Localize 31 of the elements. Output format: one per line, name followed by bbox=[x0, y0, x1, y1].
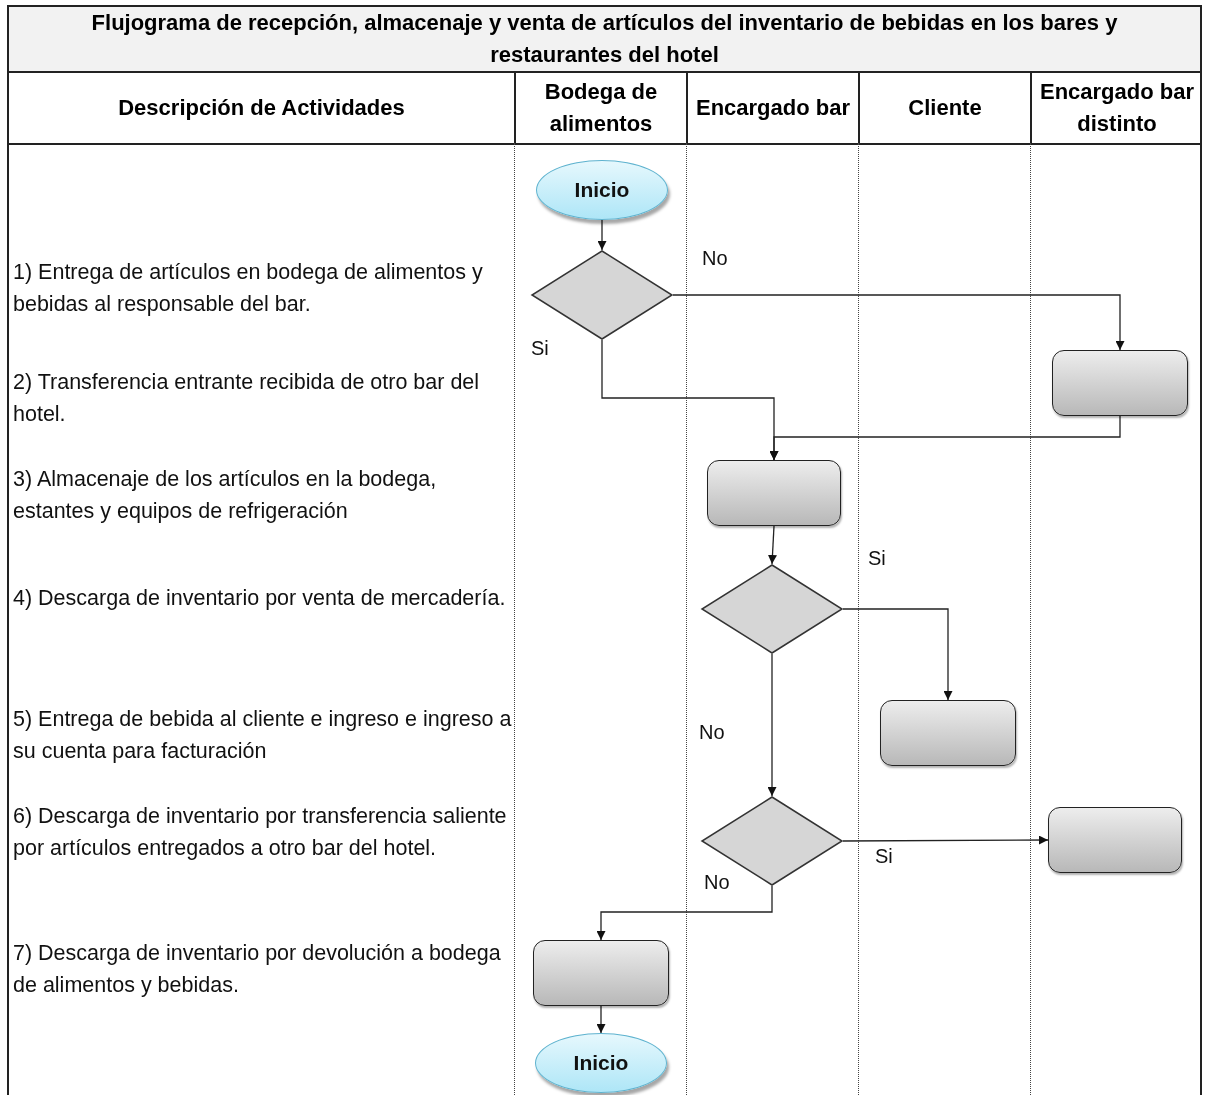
activity-description: 4) Descarga de inventario por venta de mercadería. bbox=[13, 585, 507, 612]
arrow bbox=[842, 835, 1049, 845]
arrow bbox=[597, 219, 607, 251]
activity-description: 2) Transferencia entrante recibida de otro bar del hotel. bbox=[13, 369, 481, 428]
terminal-ellipse: Inicio bbox=[535, 1033, 667, 1093]
column-header: Encargado bar bbox=[688, 73, 860, 143]
arrow bbox=[842, 608, 953, 701]
arrow bbox=[768, 525, 777, 565]
activity-description: 7) Descarga de inventario por devolución a bodega de alimentos y bebidas. bbox=[13, 940, 502, 999]
column-header: Encargado bar distinto bbox=[1038, 78, 1195, 138]
decision-diamond bbox=[531, 250, 673, 340]
column-header: Descripción de Actividades bbox=[9, 73, 516, 143]
process-box bbox=[707, 460, 841, 526]
diagram-title: Flujograma de recepción, almacenaje y venta de artículos del inventario de bebidas en los bares y restaurantes del hotel bbox=[9, 7, 1200, 73]
process-box bbox=[880, 700, 1016, 766]
decision-diamond bbox=[701, 564, 843, 654]
activity-description: 5) Entrega de bebida al cliente e ingreso e ingreso a su cuenta para facturación bbox=[13, 706, 513, 765]
process-box bbox=[533, 940, 669, 1006]
process-box bbox=[1052, 350, 1188, 416]
activity-description: 6) Descarga de inventario por transferencia saliente por artículos entregados a otro bar del hotel. bbox=[13, 803, 508, 862]
process-box bbox=[1048, 807, 1182, 873]
column-header: Bodega de alimentos bbox=[516, 73, 688, 143]
arrow bbox=[767, 653, 777, 797]
arrow bbox=[596, 885, 773, 941]
arrow bbox=[596, 1005, 606, 1034]
activity-description: 1) Entrega de artículos en bodega de alimentos y bebidas al responsable del bar. bbox=[13, 259, 484, 318]
activity-description: 3) Almacenaje de los artículos en la bodega, estantes y equipos de refrigeración bbox=[13, 466, 438, 525]
arrow bbox=[672, 294, 1125, 351]
column-header: Cliente bbox=[860, 73, 1032, 143]
arrow bbox=[769, 415, 1121, 461]
terminal-ellipse: Inicio bbox=[536, 160, 668, 220]
